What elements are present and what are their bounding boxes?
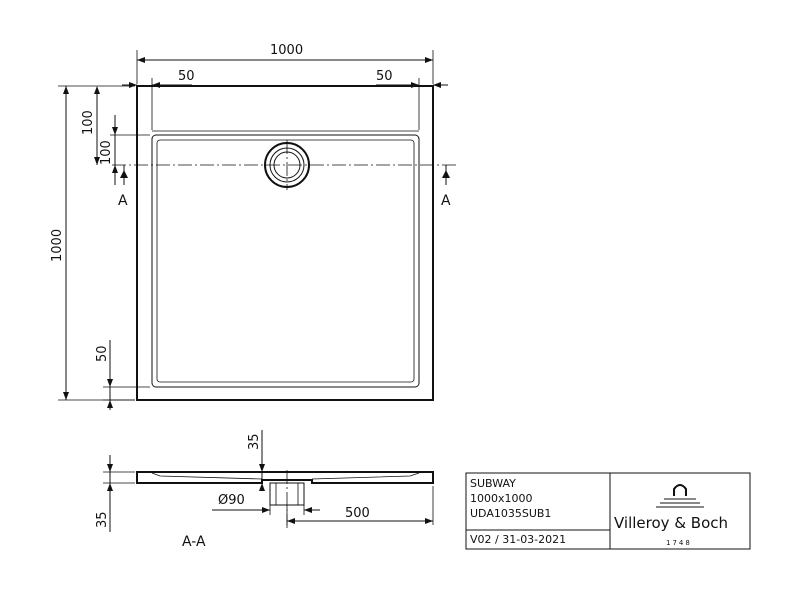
dim-width-label: 1000: [270, 43, 303, 58]
dim-drain-offset-outer-label: 100: [81, 110, 96, 135]
tray-outline: [136, 85, 434, 401]
section-arrow-left: A: [118, 165, 128, 209]
dim-drain-diameter-label: Ø90: [218, 493, 245, 508]
brand-name: Villeroy & Boch: [614, 514, 728, 532]
title-size: 1000x1000: [470, 492, 533, 505]
title-version: V02 / 31-03-2021: [470, 533, 566, 546]
dimension-tray-height: 35: [95, 455, 135, 532]
tray-profile-inner: [151, 472, 420, 480]
section-arrow-right: A: [441, 165, 451, 209]
dimension-drain-position: 500: [286, 486, 434, 525]
title-code: UDA1035SUB1: [470, 507, 551, 520]
dim-drain-position-label: 500: [345, 506, 370, 521]
section-marker-right: A: [441, 193, 451, 209]
title-product: SUBWAY: [470, 477, 516, 490]
dim-drain-offset-inner-label: 100: [99, 140, 114, 165]
dimension-rim-left: 50: [122, 69, 195, 130]
basin-outline: [151, 134, 420, 388]
dimension-width: 1000: [136, 43, 434, 84]
dim-drain-depth-label: 35: [247, 433, 262, 450]
dim-tray-height-label: 35: [95, 511, 110, 528]
section-label: A-A: [182, 534, 206, 550]
dimension-rim-right: 50: [376, 69, 448, 130]
basin-inner-edge: [156, 139, 415, 383]
dim-rim-bottom-label: 50: [95, 345, 110, 362]
brand-year: 1748: [666, 539, 692, 547]
tray-profile: [136, 471, 434, 484]
dim-rim-left-label: 50: [178, 69, 195, 84]
title-block: SUBWAY 1000x1000 UDA1035SUB1 V02 / 31-03…: [465, 472, 751, 550]
dimension-drain-offset-inner: 100: [99, 115, 150, 185]
dimension-drain-depth: 35: [247, 430, 265, 491]
section-marker-left: A: [118, 193, 128, 209]
dimension-rim-bottom: 50: [95, 340, 150, 410]
dimension-drain-offset-outer: 100: [81, 86, 100, 165]
dim-rim-right-label: 50: [376, 69, 393, 84]
dim-height-label: 1000: [50, 229, 65, 262]
brand-logo-icon: [656, 484, 704, 508]
section-view: 35 35 Ø90 500 A-A: [95, 430, 434, 550]
dimension-drain-diameter: Ø90: [212, 493, 320, 515]
plan-view: A A 1000 50 50: [50, 43, 458, 410]
